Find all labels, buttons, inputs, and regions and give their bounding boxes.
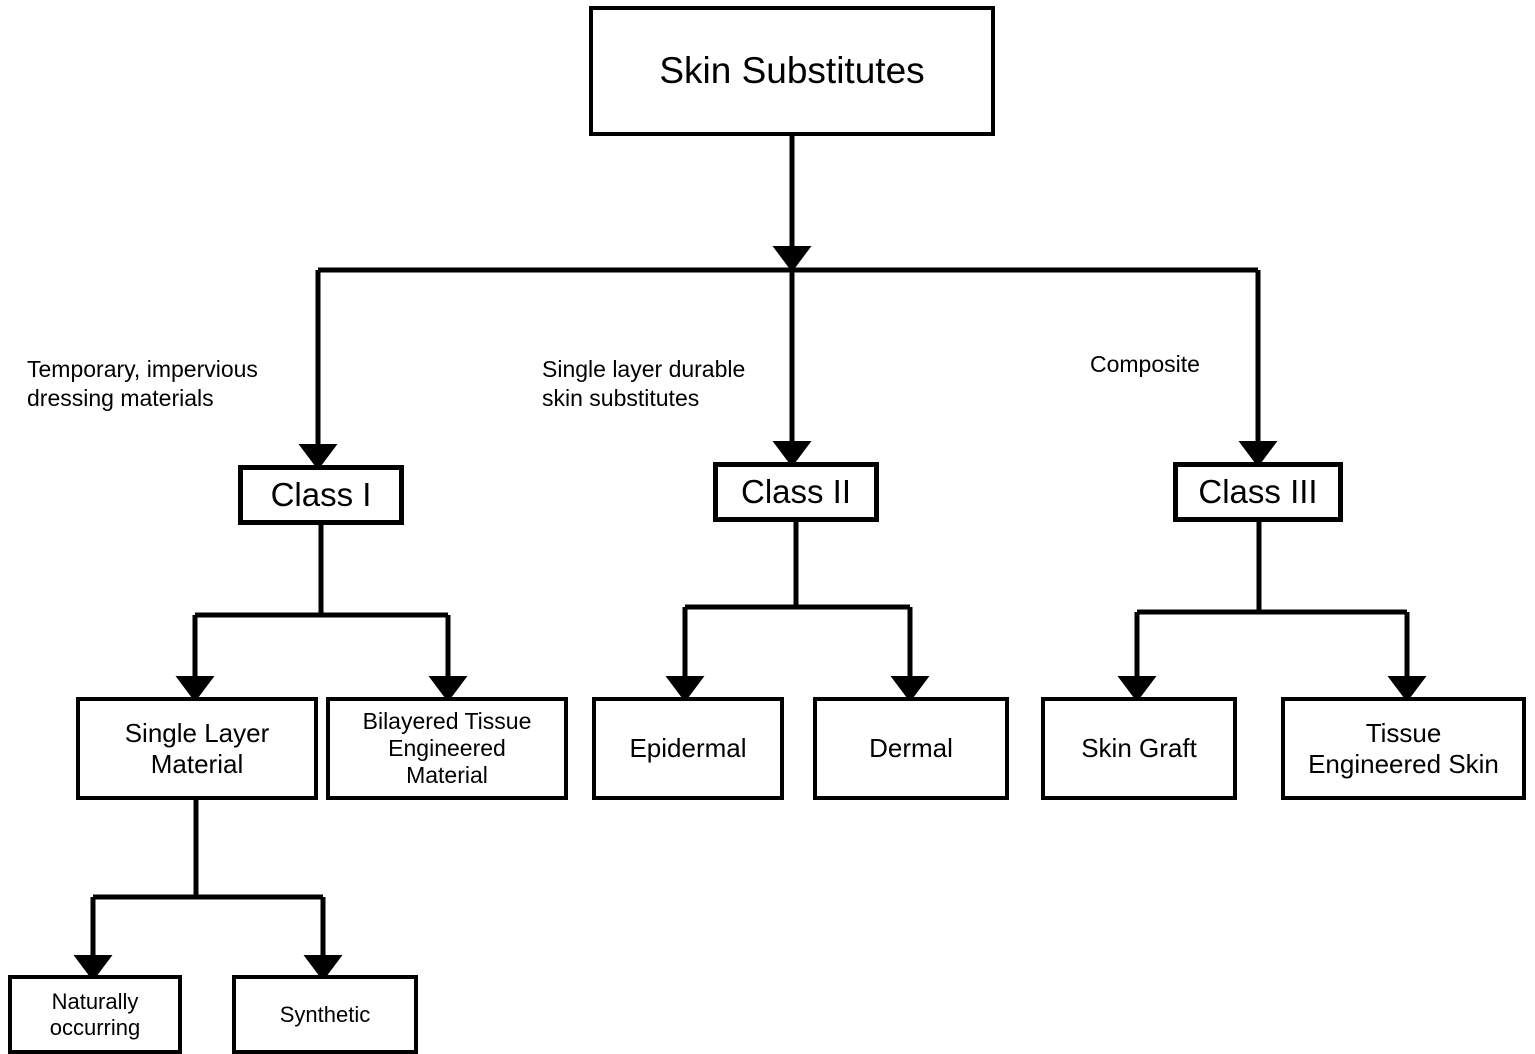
node-tissue-engineered-skin[interactable]: Tissue Engineered Skin <box>1281 697 1526 800</box>
node-class-3-label: Class III <box>1198 472 1318 510</box>
node-epidermal[interactable]: Epidermal <box>592 697 784 800</box>
node-naturally-occurring[interactable]: Naturally occurring <box>8 975 182 1054</box>
node-single-layer-material[interactable]: Single Layer Material <box>76 697 318 800</box>
node-class-1-label: Class I <box>270 475 372 513</box>
edge-label-class-1: Temporary, impervious dressing materials <box>27 356 258 412</box>
node-skin-graft-label: Skin Graft <box>1081 733 1197 764</box>
node-dermal[interactable]: Dermal <box>813 697 1009 800</box>
node-epidermal-label: Epidermal <box>629 733 747 764</box>
node-bilayered-tissue-engineered-material[interactable]: Bilayered Tissue Engineered Material <box>326 697 568 800</box>
node-skin-substitutes-label: Skin Substitutes <box>659 50 925 92</box>
edge-label-class-2: Single layer durable skin substitutes <box>542 356 746 412</box>
node-single-layer-material-label: Single Layer Material <box>124 717 270 779</box>
node-synthetic-label: Synthetic <box>279 1001 371 1027</box>
node-bilayered-tissue-engineered-material-label: Bilayered Tissue Engineered Material <box>362 707 532 789</box>
node-skin-graft[interactable]: Skin Graft <box>1041 697 1237 800</box>
node-class-1[interactable]: Class I <box>238 465 404 525</box>
node-class-2[interactable]: Class II <box>713 462 879 522</box>
node-naturally-occurring-label: Naturally occurring <box>49 988 141 1040</box>
node-class-3[interactable]: Class III <box>1173 462 1343 522</box>
node-tissue-engineered-skin-label: Tissue Engineered Skin <box>1308 717 1499 779</box>
node-skin-substitutes[interactable]: Skin Substitutes <box>589 6 995 136</box>
edge-label-class-3: Composite <box>1090 351 1200 377</box>
node-synthetic[interactable]: Synthetic <box>232 975 418 1054</box>
node-dermal-label: Dermal <box>869 733 953 764</box>
node-class-2-label: Class II <box>740 472 852 510</box>
